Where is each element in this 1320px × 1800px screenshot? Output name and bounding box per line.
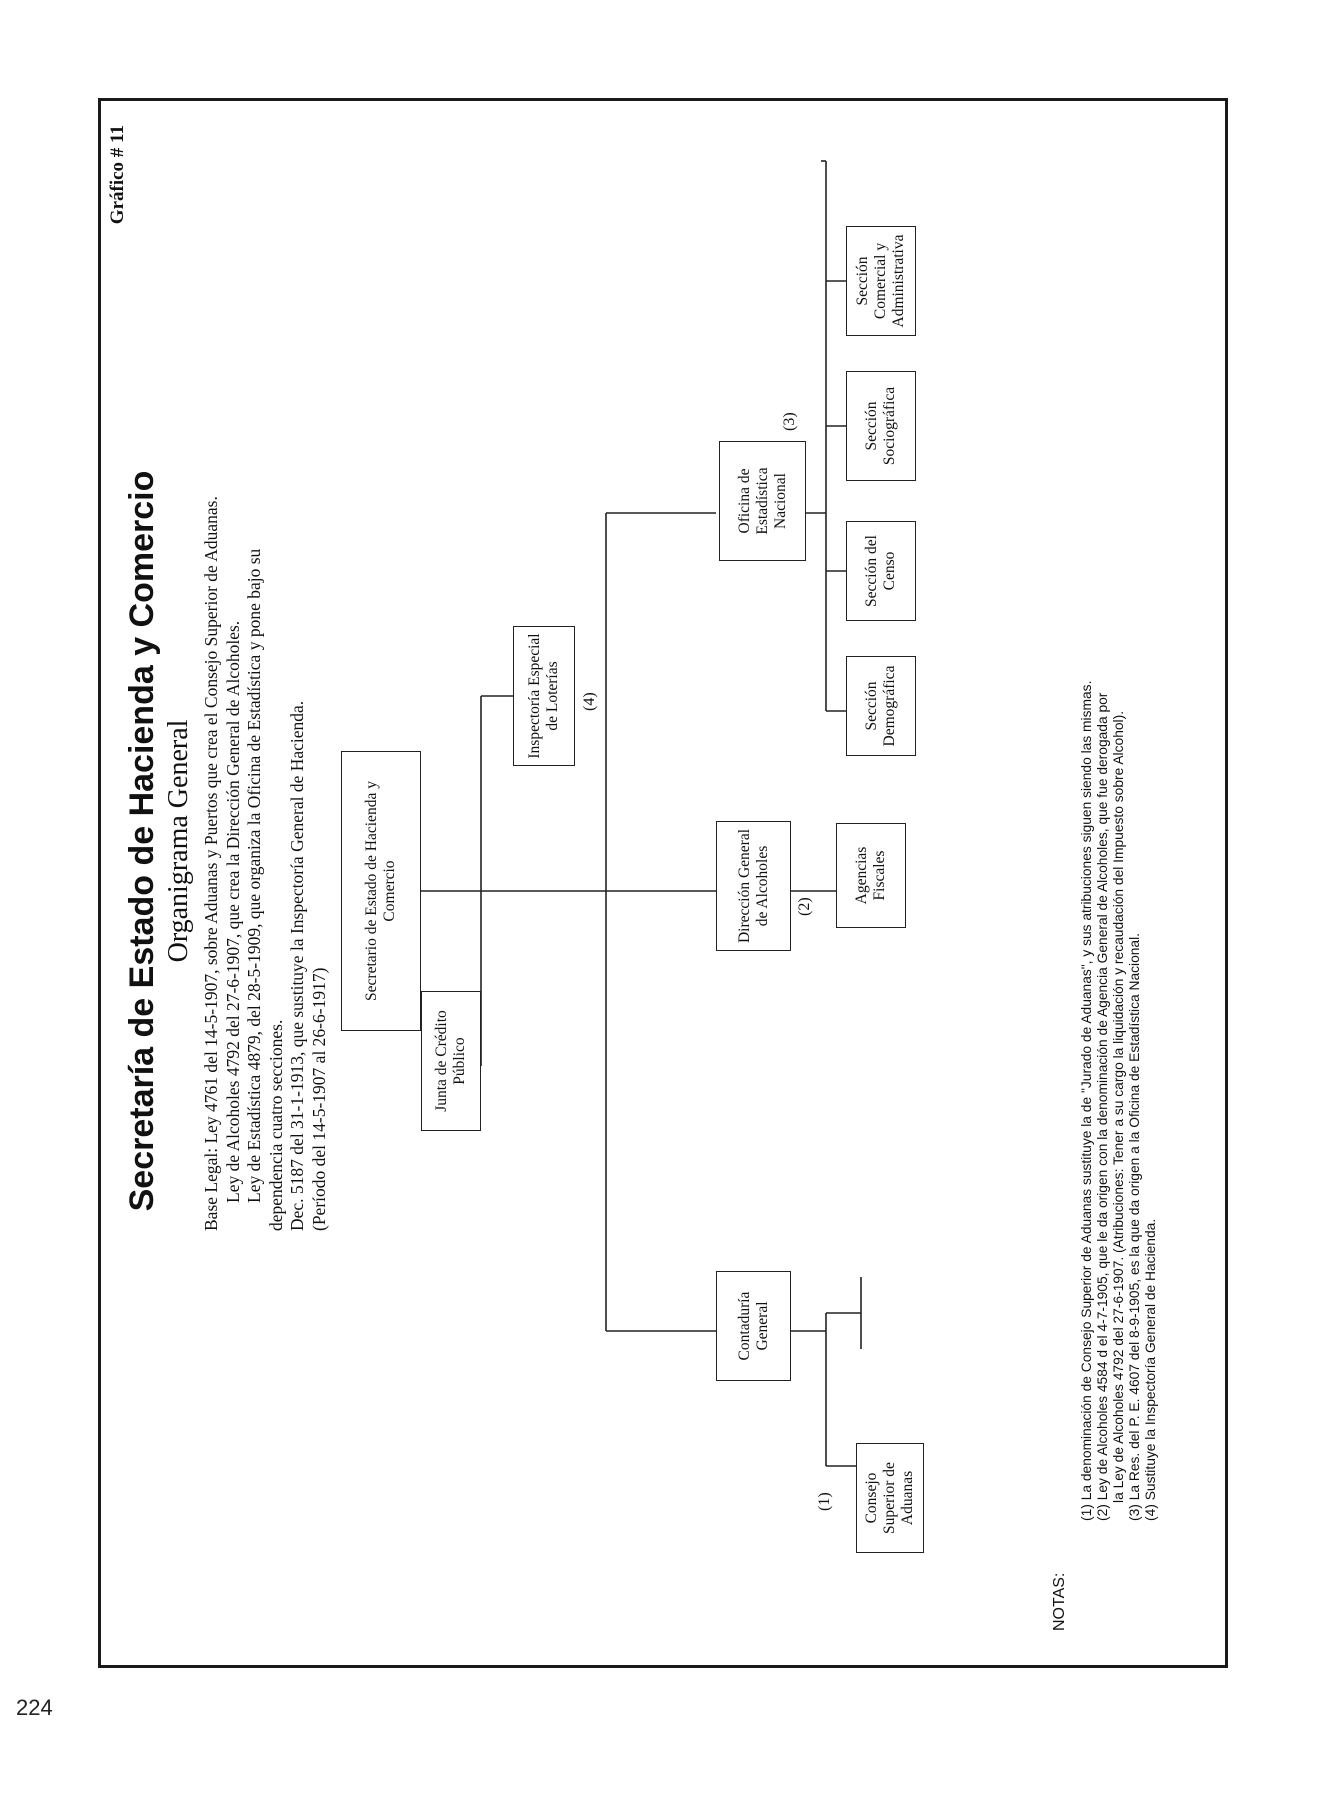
legal-line: (Período del 14-5-1907 al 26-6-1917) (308, 967, 329, 1231)
node-agencias: Agencias Fiscales (836, 823, 906, 928)
node-secretario: Secretario de Estado de Hacienda y Comer… (341, 751, 421, 1031)
node-direccion: Dirección General de Alcoholes (716, 821, 791, 951)
figure-reference: Gráfico # 11 (107, 125, 128, 225)
note-mark-4: (4) (581, 692, 598, 711)
note-line: (4) Sustituye la Inspectoría General de … (1143, 1218, 1158, 1521)
chart-frame: Secretaría de Estado de Hacienda y Comer… (98, 98, 1228, 1668)
legal-line: dependencia cuatro secciones. (265, 1019, 286, 1231)
node-sec-censo: Sección del Censo (846, 521, 916, 621)
legal-line: Ley de Estadística 4879, del 28-5-1909, … (244, 548, 264, 1203)
notes-label: NOTAS: (1051, 1572, 1068, 1631)
connector-lines (421, 160, 862, 1467)
note-mark-1: (1) (816, 1492, 833, 1511)
notes: (1) La denominación de Consejo Superior … (1079, 121, 1159, 1521)
legal-line: Ley de Alcoholes 4792 del 27-6-1907, que… (222, 620, 243, 1203)
legal-line: Base Legal: Ley 4761 del 14-5-1907, sobr… (201, 496, 221, 1231)
note-line: la Ley de Alcoholes 4792 del 27-6-1907. … (1111, 710, 1126, 1503)
note-mark-2: (2) (796, 897, 813, 916)
page-number: 224 (16, 1695, 53, 1720)
note-line: (1) La denominación de Consejo Superior … (1079, 680, 1094, 1521)
node-oficina: Oficina de Estadística Nacional (719, 441, 806, 561)
legal-basis: Base Legal: Ley 4761 del 14-5-1907, sobr… (201, 171, 330, 1231)
node-consejo: Consejo Superior de Aduanas (856, 1443, 924, 1553)
page-subtitle: Organigrama General (163, 719, 194, 963)
node-junta: Junta de Crédito Público (421, 991, 481, 1131)
legal-line: Dec. 5187 del 31-1-1913, que sustituye l… (287, 700, 307, 1231)
page-title: Secretaría de Estado de Hacienda y Comer… (123, 470, 161, 1212)
node-sec-sociografica: Sección Sociográfica (846, 371, 916, 481)
node-sec-comercial: Sección Comercial y Administrativa (846, 226, 916, 336)
node-inspectoria: Inspectoría Especial de Loterías (513, 626, 575, 766)
node-contaduria: Contaduría General (716, 1271, 791, 1381)
note-mark-3: (3) (781, 412, 798, 431)
note-line: (2) Ley de Alcoholes 4584 d el 4-7-1905,… (1095, 692, 1110, 1521)
note-line: (3) La Res. del P. E. 4607 del 8-9-1905,… (1127, 932, 1142, 1521)
node-sec-demografica: Sección Demográfica (846, 656, 916, 756)
rotated-org-chart: Secretaría de Estado de Hacienda y Comer… (101, 101, 1231, 1671)
